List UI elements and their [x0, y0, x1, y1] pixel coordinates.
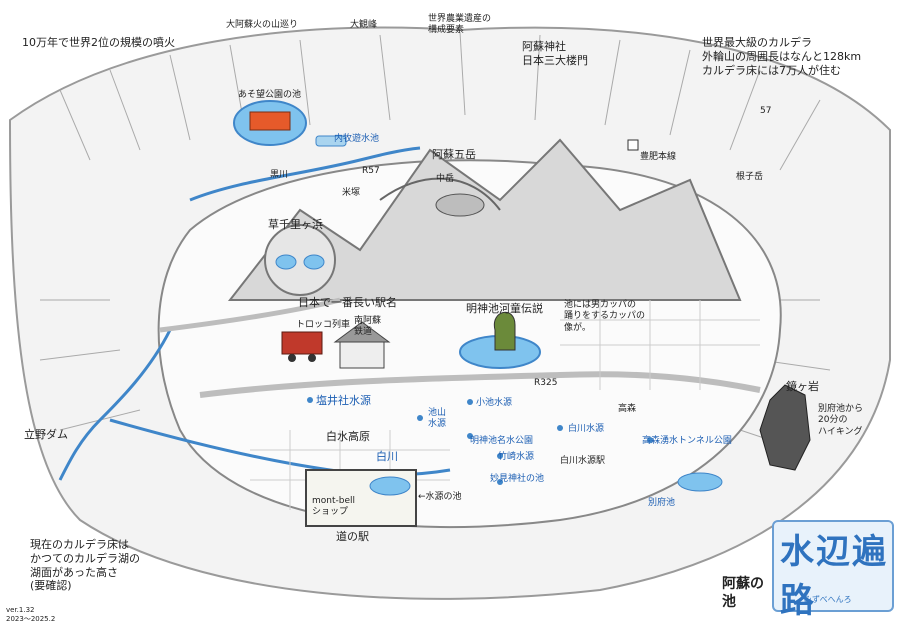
gorge-river [58, 329, 172, 481]
label-shioi: 塩井社水源 [316, 394, 371, 407]
note-top-right: 世界最大級のカルデラ 外輪山の周囲長はなんと128km カルデラ床には7万人が住… [702, 36, 861, 77]
version-line-1: ver.1.32 [6, 606, 35, 614]
kurokawa-river [189, 146, 421, 202]
label-takezaki: 竹崎水源 [498, 452, 535, 462]
note-hiking-line-1: 別府池から [818, 404, 864, 414]
label-torokko: トロッコ列車 [296, 320, 351, 330]
note-hiking-line-2: 20分の [818, 415, 848, 426]
label-hoyo-line: 豊肥本線 [640, 152, 677, 162]
park-pond-stage [249, 111, 291, 131]
note-kappa-line-1: 池には男カッパの [564, 300, 637, 310]
label-spring-pond: ←水源の池 [418, 492, 462, 502]
label-kagami: 鏡ヶ岩 [786, 380, 819, 393]
label-heritage: 世界農業遺産の 構成要素 [428, 14, 491, 37]
label-nakadake: 中岳 [436, 174, 455, 184]
label-myojin-legend: 明神池河童伝説 [466, 302, 543, 315]
label-aso-gogaku: 阿蘇五岳 [432, 148, 476, 161]
label-daikanbo: 大観峰 [350, 20, 378, 30]
note-bottom-left-line-2: かつてのカルデラ湖の [30, 551, 140, 565]
label-kusasenri: 草千里ヶ浜 [268, 218, 323, 231]
label-komezuka: 米塚 [342, 188, 361, 198]
uchimaki-pond-shape [315, 135, 347, 147]
label-shirakawa-source: 白川水源 [568, 424, 605, 434]
stamp-subtitle: みずべへんろ [804, 595, 852, 604]
road-r57 [159, 297, 341, 333]
label-minamiaso-rail-line-2: 鉄道 [354, 327, 373, 338]
label-ikeyama-line-1: 池山 [428, 408, 447, 418]
label-park-pond: あそ望公園の池 [238, 90, 302, 100]
label-montbell-line-2: ショップ [312, 507, 349, 518]
label-r57-right: 57 [760, 106, 772, 116]
version-note: ver.1.32 2023〜2025.2 [6, 606, 55, 624]
label-long-station: 日本で一番長い駅名 [298, 296, 397, 309]
label-myojin-pond-park: 明神池名水公園 [470, 436, 534, 446]
label-uchimaki-pond: 内牧遊水池 [334, 134, 380, 144]
michinoeki-pond-shape [369, 476, 411, 496]
signature-line-2: 池 [722, 593, 736, 610]
label-koike: 小池水源 [476, 398, 513, 408]
label-aso-shrine: 阿蘇神社 日本三大楼門 [522, 40, 588, 68]
label-minamiaso-rail-line-1: 南阿蘇 [354, 316, 382, 326]
label-yama-kumori: 大阿蘇火の山巡り [226, 20, 299, 30]
label-aso-shrine-line-2: 日本三大楼門 [522, 53, 588, 67]
note-top-right-line-3: カルデラ床には7万人が住む [702, 63, 841, 77]
version-line-2: 2023〜2025.2 [6, 614, 56, 623]
bekkushi-pond-shape [677, 472, 723, 492]
stamp-title: 水辺遍路 [780, 532, 888, 621]
label-shirakawa-river: 白川 [376, 450, 398, 463]
label-r57-left: R57 [362, 166, 380, 176]
signature: 阿蘇の 池 [722, 576, 764, 611]
kagami-rock-icon [759, 384, 811, 471]
nakadake-crater [435, 193, 485, 217]
note-bottom-left-line-1: 現在のカルデラ床は [30, 538, 129, 551]
label-heritage-line-1: 世界農業遺産の [428, 14, 492, 24]
label-bekkushi-pond: 別府池 [648, 498, 676, 508]
spring-markers [307, 397, 653, 485]
label-ikeyama: 池山 水源 [428, 408, 446, 431]
note-kappa-line-2: 踊りをするカッパの [564, 311, 646, 322]
kusasenri-crater [264, 224, 336, 296]
label-hakusui-kogen: 白水高原 [326, 430, 370, 443]
label-tateno-dam: 立野ダム [24, 428, 68, 441]
label-ikeyama-line-2: 水源 [428, 419, 447, 430]
label-takamori-tunnel: 高森湧水トンネル公園 [642, 436, 732, 446]
mizube-henro-stamp: 水辺遍路 みずべへんろ [772, 520, 894, 621]
label-shirakawa-area: 白川水源駅 [560, 456, 606, 466]
note-top-right-line-2: 外輪山の周囲長はなんと128km [702, 49, 862, 63]
station-building [339, 341, 385, 369]
torokko-train-icon [281, 331, 323, 355]
signature-line-1: 阿蘇の [722, 576, 764, 592]
label-aso-shrine-line-1: 阿蘇神社 [522, 40, 566, 53]
label-myoken-pond: 妙見神社の池 [490, 474, 545, 484]
note-bottom-left: 現在のカルデラ床は かつてのカルデラ湖の 湖面があった高さ (要確認) [30, 538, 140, 593]
note-kappa: 池には男カッパの 踊りをするカッパの 像が。 [564, 300, 645, 334]
label-heritage-line-2: 構成要素 [428, 25, 465, 36]
note-hiking-line-3: ハイキング [818, 426, 863, 437]
central-mountains [227, 138, 742, 301]
label-nekodake: 根子岳 [736, 172, 764, 182]
note-hiking: 別府池から 20分の ハイキング [818, 404, 863, 438]
kusasenri-pond-2 [303, 254, 325, 270]
kusasenri-pond-1 [275, 254, 297, 270]
label-takamori: 高森 [618, 404, 637, 414]
note-top-right-line-1: 世界最大級のカルデラ [702, 36, 812, 49]
label-michinoeki: 道の駅 [336, 530, 369, 543]
note-top-left: 10万年で世界2位の規模の噴火 [22, 36, 175, 49]
note-bottom-left-line-3: 湖面があった高さ [30, 565, 118, 579]
road-r325 [199, 371, 761, 398]
aso-shrine-marker [627, 139, 639, 151]
note-bottom-left-line-4: (要確認) [30, 579, 72, 593]
label-r325: R325 [534, 378, 558, 388]
label-kurokawa: 黒川 [270, 170, 289, 180]
label-montbell: mont-bell ショップ [312, 496, 355, 519]
label-minamiaso-rail: 南阿蘇 鉄道 [354, 316, 381, 339]
note-kappa-line-3: 像が。 [564, 322, 591, 333]
label-montbell-line-1: mont-bell [312, 496, 356, 506]
kappa-statue-icon [493, 311, 516, 351]
